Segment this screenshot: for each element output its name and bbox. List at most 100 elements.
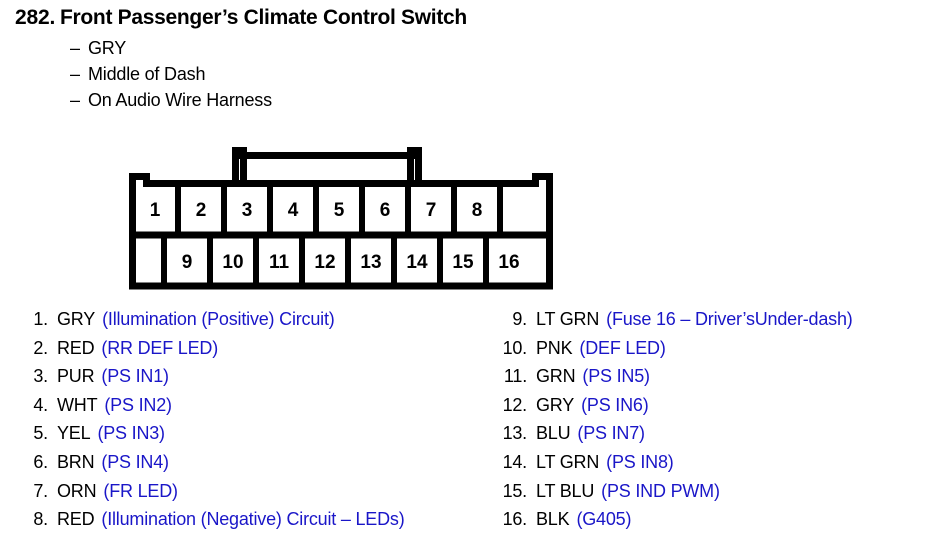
list-item: 1. GRY (Illumination (Positive) Circuit) [14,305,463,334]
connector-body-outline [129,173,553,290]
pin-number: 1. [33,309,48,329]
pin-label-9: 9 [182,252,193,273]
circuit-description: (PS IND PWM) [601,480,720,501]
pin-number: 3. [33,366,48,387]
pin-label-16: 16 [498,252,519,273]
list-item: 8. RED (Illumination (Negative) Circuit … [14,505,463,534]
pin-label-10: 10 [222,252,243,273]
pin-number: 7. [33,480,48,501]
pin-number: 2. [33,337,48,358]
list-item: 15. LT BLU (PS IND PWM) [493,477,926,506]
list-item: 7. ORN (FR LED) [14,477,463,506]
connector-latch-icon [232,147,422,184]
pin-label-13: 13 [360,252,381,273]
list-item: 5. YEL (PS IN3) [14,419,463,448]
list-item: 16. BLK (G405) [493,505,926,534]
list-item: 14. LT GRN (PS IN8) [493,448,926,477]
dash-bullet-icon: – [70,38,80,58]
pin-list-left: 1. GRY (Illumination (Positive) Circuit)… [0,305,463,534]
circuit-description: (PS IN8) [606,451,674,472]
subline-connector-color: – GRY [0,35,927,61]
pin-number: 15. [502,480,528,501]
dash-bullet-icon: – [70,90,80,110]
list-item: 9. LT GRN (Fuse 16 – Driver’sUnder-dash) [493,305,926,334]
page-header: 282. Front Passenger’s Climate Control S… [0,6,927,113]
subline-text: Middle of Dash [88,64,206,84]
pin-label-7: 7 [426,200,437,221]
pin-label-12: 12 [314,252,335,273]
connector-svg: 1 2 3 4 5 6 7 8 9 10 11 12 13 14 15 16 [129,147,553,290]
circuit-description: (DEF LED) [579,337,666,358]
connector-bottom-pin-labels: 9 10 11 12 13 14 15 16 [182,252,520,273]
circuit-description: (Fuse 16 – Driver’sUnder-dash) [606,309,853,329]
pin-label-14: 14 [406,252,428,273]
list-item: 11. GRN (PS IN5) [493,362,926,391]
entry-number: 282. [15,6,56,29]
pin-number: 13. [502,423,528,444]
pin-number: 8. [33,509,48,530]
pin-label-2: 2 [196,200,207,221]
circuit-description: (PS IN4) [101,451,169,472]
circuit-description: (Illumination (Negative) Circuit – LEDs) [101,509,405,530]
wire-color: PUR [57,366,95,387]
pin-label-8: 8 [472,200,483,221]
connector-bottom-dividers [161,235,489,286]
list-item: 4. WHT (PS IN2) [14,391,463,420]
pin-label-15: 15 [452,252,474,273]
subline-harness: – On Audio Wire Harness [0,87,927,113]
circuit-description: (PS IN2) [104,394,172,415]
pin-number: 9. [512,309,527,329]
pin-label-5: 5 [334,200,345,221]
wire-color: PNK [536,337,573,358]
circuit-description: (PS IN6) [581,394,649,415]
subline-text: GRY [88,38,127,58]
wire-color: RED [57,509,95,530]
title-row: 282. Front Passenger’s Climate Control S… [0,6,927,30]
pin-number: 10. [502,337,528,358]
pin-label-3: 3 [242,200,253,221]
circuit-description: (PS IN5) [582,366,650,387]
connector-diagram: 1 2 3 4 5 6 7 8 9 10 11 12 13 14 15 16 [126,138,556,290]
list-item: 2. RED (RR DEF LED) [14,334,463,363]
list-item: 3. PUR (PS IN1) [14,362,463,391]
pin-list-right: 9. LT GRN (Fuse 16 – Driver’sUnder-dash)… [463,305,926,534]
circuit-description: (Illumination (Positive) Circuit) [102,309,335,329]
subline-list: – GRY – Middle of Dash – On Audio Wire H… [0,35,927,113]
pin-label-6: 6 [380,200,391,221]
circuit-description: (FR LED) [103,480,178,501]
pin-label-4: 4 [288,200,299,221]
pin-number: 5. [33,423,48,444]
pin-assignment-lists: 1. GRY (Illumination (Positive) Circuit)… [0,305,927,534]
pin-label-11: 11 [269,252,290,273]
wire-color: BLK [536,509,570,530]
pin-label-1: 1 [150,200,161,221]
wire-color: GRY [57,309,96,329]
circuit-description: (PS IN1) [101,366,169,387]
subline-text: On Audio Wire Harness [88,90,272,110]
connector-top-dividers [175,183,503,235]
circuit-description: (RR DEF LED) [101,337,219,358]
pin-number: 16. [502,509,528,530]
pin-number: 6. [33,451,48,472]
circuit-description: (PS IN3) [97,423,165,444]
wire-color: ORN [57,480,97,501]
circuit-description: (G405) [576,509,632,530]
wire-color: BLU [536,423,571,444]
pin-number: 4. [33,394,48,415]
wire-color: WHT [57,394,98,415]
page-title: Front Passenger’s Climate Control Switch [60,6,467,29]
list-item: 10. PNK (DEF LED) [493,334,926,363]
wire-color: GRY [536,394,575,415]
list-item: 12. GRY (PS IN6) [493,391,926,420]
subline-location: – Middle of Dash [0,61,927,87]
connector-top-pin-labels: 1 2 3 4 5 6 7 8 [150,200,483,221]
wire-color: LT GRN [536,309,600,329]
pin-number: 14. [502,451,528,472]
wire-color: BRN [57,451,95,472]
wire-color: YEL [57,423,91,444]
wire-color: GRN [536,366,576,387]
list-item: 6. BRN (PS IN4) [14,448,463,477]
wire-color: RED [57,337,95,358]
wire-color: LT BLU [536,480,595,501]
pin-number: 11. [503,366,527,387]
